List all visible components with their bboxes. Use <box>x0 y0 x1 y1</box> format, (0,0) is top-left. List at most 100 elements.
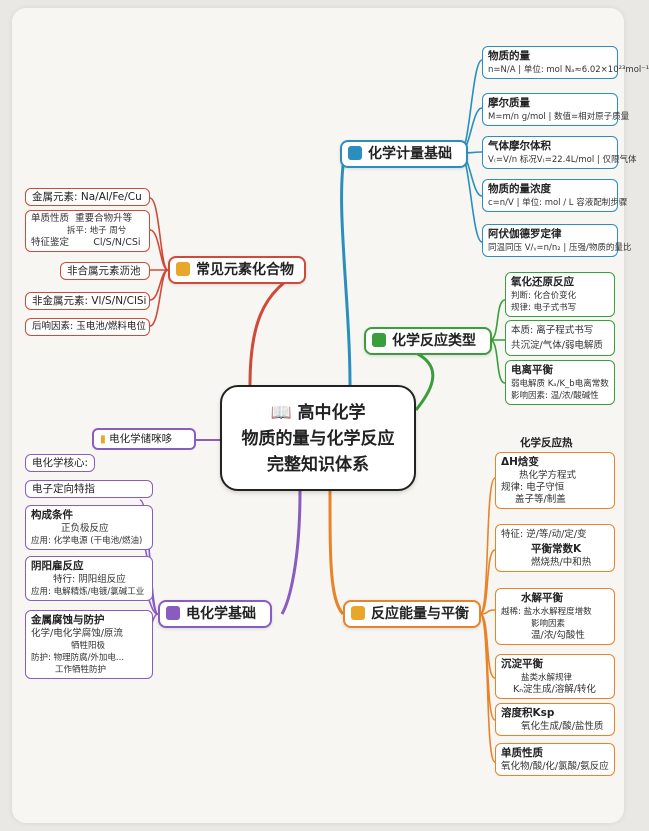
branch-energy[interactable]: 反应能量与平衡 <box>343 600 481 628</box>
react-redox-a: 判断: 化合价变化 <box>511 291 577 301</box>
calc-card-title: 摩尔质量 <box>488 97 530 109</box>
energy-g3-title: 水解平衡 <box>521 592 563 604</box>
react-group-ionization[interactable]: 电离平衡 弱电解质 Kₐ/K_b电离常数 影响因素: 温/浓/酸碱性 <box>505 360 615 405</box>
elements-g1-a: 单质性质 <box>31 213 70 224</box>
flask-icon <box>351 606 365 620</box>
calc-card-3[interactable]: 气体摩尔体积 V₍=V/n 标况V₍=22.4L/mol | 仅限气体 <box>482 136 637 169</box>
battery-icon <box>166 606 180 620</box>
electro-group-corrosion[interactable]: 金属腐蚀与防护 化学/电化学腐蚀/原流 牺牲阳极 防护: 物理防腐/外加电...… <box>25 610 153 679</box>
elements-group-properties[interactable]: 单质性质 重要合物升等 拆平: 地子 周兮 特征鉴定 Cl/S/N/CSi <box>25 210 150 252</box>
react-ion-a: 弱电解质 Kₐ/K_b电离常数 <box>511 379 609 389</box>
react-redox-title: 氧化还原反应 <box>511 276 574 288</box>
energy-g2-a: 特征: 逆/等/动/定/变 <box>501 529 587 540</box>
electro-g3-a: 化学/电化学腐蚀/原流 <box>31 628 123 639</box>
calc-card-sub: c=n/V | 单位: mol / L 容液配制步骤 <box>488 198 628 208</box>
energy-group-equilibrium[interactable]: 特征: 逆/等/动/定/变 平衡常数K 燃烧热/中和热 <box>495 524 615 572</box>
energy-g1-a: 热化学方程式 <box>519 470 577 481</box>
electro-group-conditions[interactable]: 构成条件 正负极反应 应用: 化学电源 (干电池/燃油) <box>25 505 153 550</box>
database-icon <box>348 146 362 160</box>
elements-nonmetal[interactable]: 非金属元素: Vl/S/N/ClSi <box>25 292 150 310</box>
energy-g5-a: 氧化生成/酸/盐性质 <box>521 721 604 732</box>
center-line1: 高中化学 <box>297 403 366 423</box>
jar-icon <box>176 262 190 276</box>
branch-elements-label: 常见元素化合物 <box>196 262 294 278</box>
electro-group-electrolysis[interactable]: 阴阳雇反应 特行: 阴阳组反应 应用: 电解精炼/电镀/氯碱工业 <box>25 556 153 601</box>
energy-g3-c: 温/浓/勾酸性 <box>531 630 585 641</box>
electro-g3-c: 防护: 物理防腐/外加电... <box>31 653 125 663</box>
branch-calc-label: 化学计量基础 <box>368 146 452 162</box>
electro-g1-b: 应用: 化学电源 (干电池/燃油) <box>31 536 143 546</box>
energy-group-enthalpy[interactable]: ΔH焓变 热化学方程式 规律: 电子守恒 盖子等/制盖 <box>495 452 615 509</box>
center-line3: 完整知识体系 <box>267 455 369 475</box>
calc-card-2[interactable]: 摩尔质量 M=m/n g/mol | 数值=相对原子质量 <box>482 93 630 126</box>
energy-group-precip[interactable]: 沉淀平衡 盐类水解规律 Kₙ淀生成/溶解/转化 <box>495 654 615 699</box>
energy-group-ksp[interactable]: 溶度积Ksp 氧化生成/酸/盐性质 <box>495 703 615 736</box>
react-group-ionic[interactable]: 本质: 离子程式书写 共沉淀/气体/弱电解质 <box>505 320 615 356</box>
energy-group-hydrolysis[interactable]: 水解平衡 越稀: 盐水水解程度增数 影响因素 温/浓/勾酸性 <box>495 588 615 645</box>
elements-factor[interactable]: 后响因素: 玉电池/燃料电位 <box>25 318 150 336</box>
energy-g6-a: 氧化物/酸/化/氯酸/氨反应 <box>501 761 609 772</box>
react-ion-b: 影响因素: 温/浓/酸碱性 <box>511 391 599 401</box>
electro-g3-d: 工作牺牲防护 <box>55 665 107 675</box>
calc-card-5[interactable]: 阿伏伽德罗定律 同温同压 V/ᵧ=n/n₂ | 压强/物质的量比 <box>482 224 632 257</box>
energy-g2-title: 平衡常数K <box>531 543 582 555</box>
electro-top-node[interactable]: ▮ 电化学储咪哆 <box>92 428 196 450</box>
energy-g6-title: 单质性质 <box>501 747 543 759</box>
clipboard-icon: ▮ <box>100 433 106 445</box>
elements-g1-e: Cl/S/N/CSi <box>93 237 141 248</box>
electro-direction[interactable]: 电子定向特指 <box>25 480 153 498</box>
react-ionic-a: 本质: 离子程式书写 <box>511 325 594 336</box>
center-topic[interactable]: 📖 高中化学 物质的量与化学反应 完整知识体系 <box>220 385 416 491</box>
calc-card-sub: M=m/n g/mol | 数值=相对原子质量 <box>488 112 630 122</box>
elements-g1-row3: 特征鉴定 Cl/S/N/CSi <box>31 237 144 249</box>
energy-g5-title: 溶度积Ksp <box>501 707 555 719</box>
electro-g2-a: 特行: 阴阳组反应 <box>53 574 126 585</box>
calc-card-title: 阿伏伽德罗定律 <box>488 228 562 240</box>
electro-g3-title: 金属腐蚀与防护 <box>31 614 105 626</box>
electro-g2-b: 应用: 电解精炼/电镀/氯碱工业 <box>31 587 145 597</box>
elements-g1-c: 拆平: 地子 周兮 <box>67 226 127 236</box>
energy-g3-b: 影响因素 <box>531 619 566 629</box>
electro-g3-b: 牺牲阳极 <box>71 641 106 651</box>
react-group-redox[interactable]: 氧化还原反应 判断: 化合价变化 规律: 电子式书写 <box>505 272 615 317</box>
branch-react[interactable]: 化学反应类型 <box>364 327 492 355</box>
elements-nonmetal-compound[interactable]: 非合属元素沥池 <box>60 262 150 280</box>
react-redox-b: 规律: 电子式书写 <box>511 303 577 313</box>
center-line2: 物质的量与化学反应 <box>241 429 395 449</box>
electro-g1-a: 正负极反应 <box>61 523 109 534</box>
electro-top-label: 电化学储咪哆 <box>109 433 173 445</box>
branch-react-label: 化学反应类型 <box>392 333 476 349</box>
electro-core[interactable]: 电化学核心: <box>25 454 95 472</box>
energy-g4-title: 沉淀平衡 <box>501 658 543 670</box>
calc-card-title: 气体摩尔体积 <box>488 140 551 152</box>
branch-elements[interactable]: 常见元素化合物 <box>168 256 306 284</box>
react-ionic-b: 共沉淀/气体/弱电解质 <box>511 340 603 351</box>
calc-card-4[interactable]: 物质的量浓度 c=n/V | 单位: mol / L 容液配制步骤 <box>482 179 628 212</box>
energy-g1-c: 盖子等/制盖 <box>515 494 566 505</box>
electro-g2-title: 阴阳雇反应 <box>31 560 84 572</box>
energy-head: 化学反应热 <box>520 437 573 449</box>
branch-energy-label: 反应能量与平衡 <box>371 606 469 622</box>
branch-electro-label: 电化学基础 <box>186 606 256 622</box>
energy-g2-b: 燃烧热/中和热 <box>531 557 592 568</box>
calc-card-title: 物质的量浓度 <box>488 183 551 195</box>
react-ion-title: 电离平衡 <box>511 364 553 376</box>
calc-card-sub: n=N/A | 单位: mol Nₐ≈6.02×10²³mol⁻¹ <box>488 65 649 75</box>
energy-g1-b: 规律: 电子守恒 <box>501 482 565 493</box>
energy-g3-a: 越稀: 盐水水解程度增数 <box>501 607 592 617</box>
energy-g4-a: 盐类水解规律 <box>521 673 573 683</box>
dna-icon <box>372 333 386 347</box>
elements-g1-d: 特征鉴定 <box>31 237 70 248</box>
book-icon: 📖 <box>270 403 292 423</box>
calc-card-sub: 同温同压 V/ᵧ=n/n₂ | 压强/物质的量比 <box>488 243 632 253</box>
elements-g1-row1: 单质性质 重要合物升等 <box>31 213 144 225</box>
calc-card-sub: V₍=V/n 标况V₍=22.4L/mol | 仅限气体 <box>488 155 637 165</box>
calc-card-1[interactable]: 物质的量 n=N/A | 单位: mol Nₐ≈6.02×10²³mol⁻¹ <box>482 46 649 79</box>
energy-group-element[interactable]: 单质性质 氧化物/酸/化/氯酸/氨反应 <box>495 743 615 776</box>
elements-metal[interactable]: 金属元素: Na/Al/Fe/Cu <box>25 188 150 206</box>
energy-g4-b: Kₙ淀生成/溶解/转化 <box>513 684 596 695</box>
branch-electro[interactable]: 电化学基础 <box>158 600 272 628</box>
electro-g1-title: 构成条件 <box>31 509 73 521</box>
branch-calc[interactable]: 化学计量基础 <box>340 140 468 168</box>
elements-g1-b: 重要合物升等 <box>75 213 133 224</box>
